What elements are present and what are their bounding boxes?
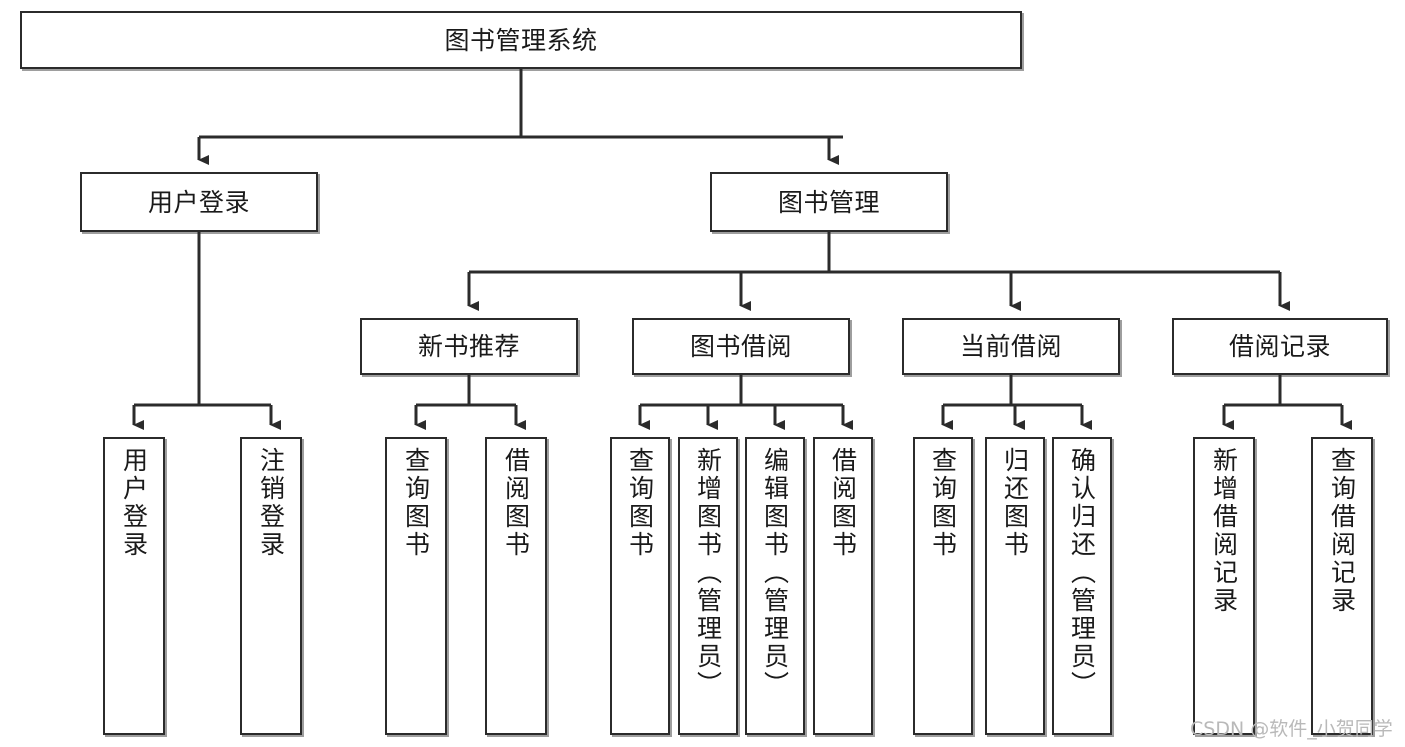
node-leaf-query-borrow-record-label: 查询借阅记录 bbox=[1327, 447, 1357, 615]
node-leaf-add-borrow-record[interactable]: 新增借阅记录 bbox=[1193, 437, 1255, 735]
node-new-book-recommend-label: 新书推荐 bbox=[417, 332, 520, 361]
node-leaf-query-book-1-label: 查询图书 bbox=[401, 447, 431, 559]
node-book-borrow-label: 图书借阅 bbox=[689, 332, 792, 361]
csdn-watermark: CSDN @软件_小贺同学 bbox=[1190, 718, 1393, 740]
node-leaf-query-book-1[interactable]: 查询图书 bbox=[385, 437, 447, 735]
node-root[interactable]: 图书管理系统 bbox=[20, 11, 1022, 69]
node-leaf-return-book[interactable]: 归还图书 bbox=[985, 437, 1045, 735]
node-leaf-edit-book[interactable]: 编辑图书（管理员） bbox=[745, 437, 805, 735]
node-leaf-borrow-book-2-label: 借阅图书 bbox=[828, 447, 858, 559]
node-leaf-logout[interactable]: 注销登录 bbox=[240, 437, 302, 735]
node-leaf-add-book[interactable]: 新增图书（管理员） bbox=[678, 437, 738, 735]
node-current-borrow-label: 当前借阅 bbox=[959, 332, 1062, 361]
node-leaf-edit-book-label: 编辑图书（管理员） bbox=[760, 447, 790, 699]
node-user-login[interactable]: 用户登录 bbox=[80, 172, 318, 232]
node-leaf-add-borrow-record-label: 新增借阅记录 bbox=[1209, 447, 1239, 615]
node-leaf-user-login-label: 用户登录 bbox=[119, 447, 149, 559]
node-user-login-label: 用户登录 bbox=[147, 187, 250, 217]
node-leaf-query-book-2-label: 查询图书 bbox=[625, 447, 655, 559]
node-leaf-confirm-return[interactable]: 确认归还（管理员） bbox=[1052, 437, 1112, 735]
node-new-book-recommend[interactable]: 新书推荐 bbox=[360, 318, 578, 375]
node-leaf-query-book-3[interactable]: 查询图书 bbox=[913, 437, 973, 735]
node-book-manage-label: 图书管理 bbox=[777, 187, 880, 217]
node-leaf-return-book-label: 归还图书 bbox=[1000, 447, 1030, 559]
node-leaf-query-book-3-label: 查询图书 bbox=[928, 447, 958, 559]
node-borrow-record-label: 借阅记录 bbox=[1228, 332, 1331, 361]
node-leaf-query-book-2[interactable]: 查询图书 bbox=[610, 437, 670, 735]
node-leaf-user-login[interactable]: 用户登录 bbox=[103, 437, 165, 735]
node-leaf-logout-label: 注销登录 bbox=[256, 447, 286, 559]
node-leaf-borrow-book-1-label: 借阅图书 bbox=[501, 447, 531, 559]
node-current-borrow[interactable]: 当前借阅 bbox=[902, 318, 1120, 375]
node-borrow-record[interactable]: 借阅记录 bbox=[1172, 318, 1388, 375]
node-leaf-add-book-label: 新增图书（管理员） bbox=[693, 447, 723, 699]
node-leaf-borrow-book-1[interactable]: 借阅图书 bbox=[485, 437, 547, 735]
node-book-manage[interactable]: 图书管理 bbox=[710, 172, 948, 232]
node-book-borrow[interactable]: 图书借阅 bbox=[632, 318, 850, 375]
node-leaf-borrow-book-2[interactable]: 借阅图书 bbox=[813, 437, 873, 735]
node-leaf-confirm-return-label: 确认归还（管理员） bbox=[1067, 447, 1097, 699]
node-root-label: 图书管理系统 bbox=[444, 25, 598, 55]
node-leaf-query-borrow-record[interactable]: 查询借阅记录 bbox=[1311, 437, 1373, 735]
